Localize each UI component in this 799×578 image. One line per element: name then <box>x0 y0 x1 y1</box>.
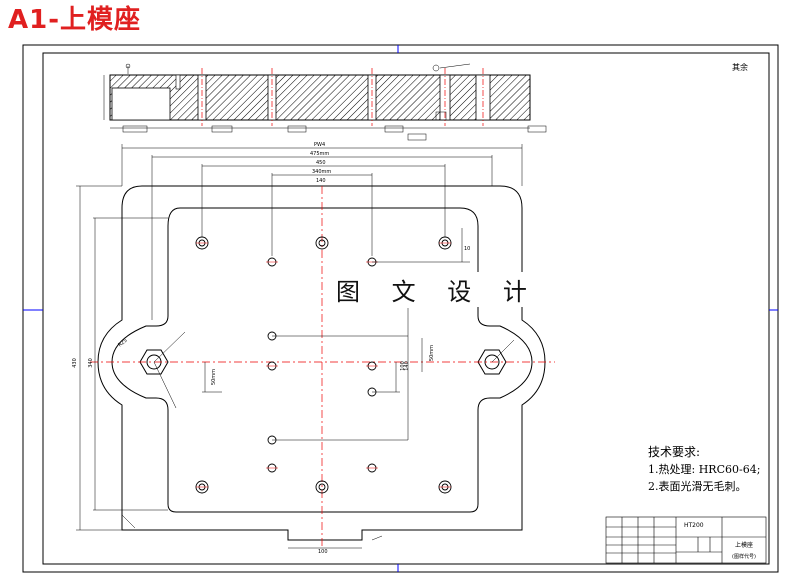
dim-label: R25 <box>117 337 129 349</box>
dim-label: 430 <box>71 358 78 368</box>
titleblock-part: 上模座 <box>735 542 754 549</box>
tech-heading: 技术要求: <box>648 445 701 459</box>
dim-label: 475mm <box>310 151 330 157</box>
watermark-text: 图 文 设 计 <box>330 272 545 307</box>
tech-item: 1.热处理: HRC60-64; <box>648 463 761 476</box>
dimension-lines <box>76 144 523 549</box>
corner-note: 其余 <box>732 63 748 72</box>
inner-frame <box>42 52 770 565</box>
dim-label: 340mm <box>312 169 332 175</box>
titleblock-material: HT200 <box>684 522 704 529</box>
dim-label: 50mm <box>429 344 436 362</box>
dim-label: 50mm <box>211 368 218 386</box>
dim-label: 140 <box>403 361 410 371</box>
dim-label: 10 <box>464 246 471 252</box>
dim-label: 450 <box>316 160 326 166</box>
dim-label: 140 <box>316 178 326 184</box>
drawing-title: A1-上模座 <box>8 5 142 35</box>
dim-label: PW4 <box>314 142 326 148</box>
dim-label: 100 <box>318 549 328 555</box>
outer-frame <box>22 44 779 573</box>
dim-label: 340 <box>87 358 94 368</box>
title-block <box>605 516 767 564</box>
titleblock-sub: (图样代号) <box>732 554 756 560</box>
section-view <box>103 63 547 141</box>
tech-item: 2.表面光滑无毛刺。 <box>648 480 747 493</box>
technical-requirements: 技术要求: 1.热处理: HRC60-64; 2.表面光滑无毛刺。 <box>648 444 760 495</box>
